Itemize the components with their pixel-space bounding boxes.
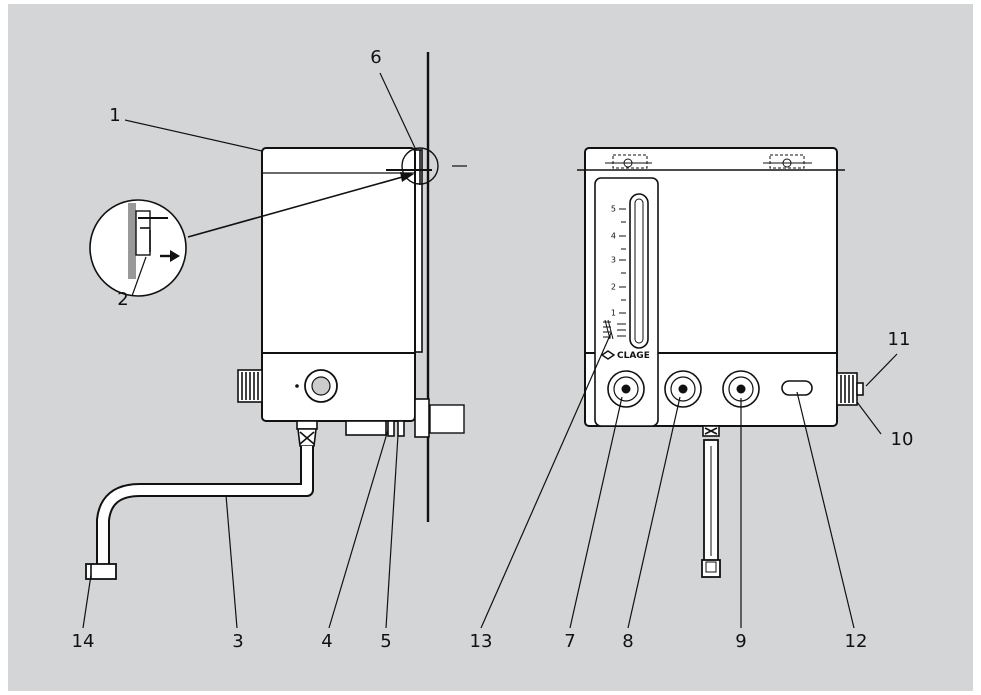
- scale-1: 1: [611, 309, 616, 318]
- brand-label: CLAGE: [617, 351, 650, 361]
- callout-13: 13: [470, 631, 493, 652]
- level-window: [629, 193, 649, 349]
- scale-2: 2: [611, 283, 616, 292]
- side-view: [85, 52, 467, 580]
- callout-4: 4: [321, 631, 332, 652]
- callout-labels: 1 2 3 4 5 6 7 8 9 10 11 12 13 14: [72, 47, 914, 652]
- scale-ticks: [617, 208, 626, 337]
- scale-numbers: 5 4 3 2 1: [611, 205, 616, 318]
- scale-3: 3: [611, 256, 616, 265]
- callout-5: 5: [380, 631, 391, 652]
- indicator-lamp: [781, 380, 813, 396]
- callout-8: 8: [622, 631, 633, 652]
- spout-tip: [85, 563, 117, 580]
- callout-3: 3: [232, 631, 243, 652]
- callout-leaders: [82, 72, 898, 629]
- front-panel: [594, 177, 659, 427]
- callout-10: 10: [891, 429, 914, 450]
- scale-5: 5: [611, 205, 616, 214]
- front-view: [577, 147, 864, 578]
- wall-pipe: [429, 404, 465, 434]
- callout-14: 14: [72, 631, 95, 652]
- brand-logo-icon: [600, 350, 616, 360]
- callout-6: 6: [370, 47, 381, 68]
- callout-2: 2: [117, 289, 128, 310]
- scale-4: 4: [611, 232, 616, 241]
- callout-7: 7: [564, 631, 575, 652]
- side-knob-right: [836, 372, 858, 406]
- callout-12: 12: [845, 631, 868, 652]
- spout-pipe: [96, 446, 314, 568]
- callout-9: 9: [735, 631, 746, 652]
- callout-11: 11: [888, 329, 911, 350]
- callout-1: 1: [109, 105, 120, 126]
- detail-circle-top: [401, 147, 439, 185]
- device-body-side: [261, 147, 416, 422]
